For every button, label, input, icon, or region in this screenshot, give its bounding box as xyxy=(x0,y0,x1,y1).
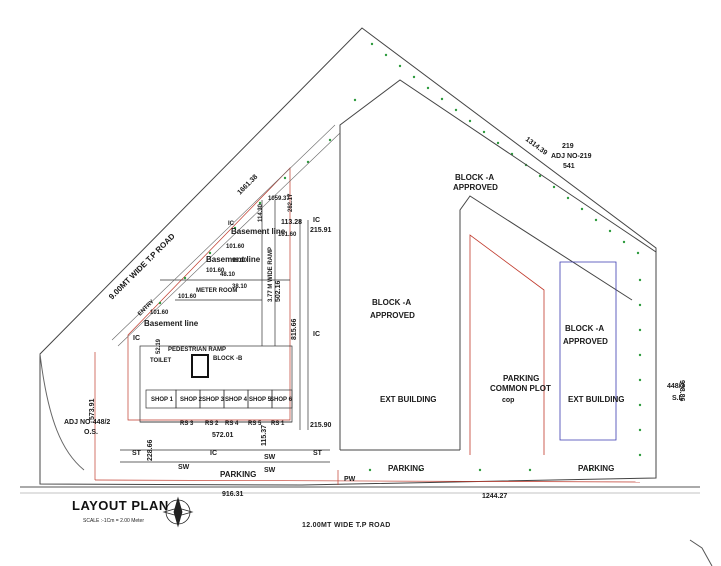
shop-3: SHOP 3 xyxy=(202,397,225,403)
common-plot-l1: PARKING xyxy=(503,374,539,383)
plot-boundary-red xyxy=(94,167,641,485)
adj-448-2: ADJ NO-448/2 xyxy=(64,419,110,426)
dim-916: 916.31 xyxy=(222,491,244,498)
site-boundary xyxy=(20,27,713,566)
parking-3: PARKING xyxy=(220,470,256,479)
basement-line-1: Basement line xyxy=(231,227,286,236)
st-1: ST xyxy=(132,450,142,457)
shop-2: SHOP 2 xyxy=(180,397,203,403)
dim-228: 228.66 xyxy=(147,439,154,461)
bottom-road-label: 12.00MT WIDE T.P ROAD xyxy=(302,522,391,529)
tree-line xyxy=(158,42,642,472)
diagonal-road-label: 9.00MT WIDE T.P ROAD xyxy=(107,232,177,302)
adj-448-3: 448/3 xyxy=(667,383,685,390)
pw-label: PW xyxy=(344,476,356,483)
meter-room: METER ROOM xyxy=(196,288,237,294)
basement-line-3: Basement line xyxy=(144,319,199,328)
scale-note: SCALE :-1Cm = 2.00 Meter xyxy=(83,518,144,524)
block-a-status-3: APPROVED xyxy=(563,337,608,346)
dim-113: 113.28 xyxy=(281,219,302,226)
rs-4: RS 4 xyxy=(225,421,239,427)
diagonal-road-lines xyxy=(111,124,341,347)
dim-1059: 1059.37 xyxy=(268,196,290,202)
shop-1: SHOP 1 xyxy=(151,397,174,403)
block-a-name-3: BLOCK -A xyxy=(565,324,604,333)
dim-215a: 215.91 xyxy=(310,227,332,234)
block-a-name-1: BLOCK -A xyxy=(455,173,494,182)
block-a-outlines xyxy=(339,79,657,451)
common-plot-outline xyxy=(469,234,545,455)
layout-plan-title: LAYOUT PLAN xyxy=(72,498,169,513)
adj-os: O.S. xyxy=(84,429,98,436)
dim-573: 573.91 xyxy=(89,398,96,420)
block-b-label: BLOCK -B xyxy=(213,356,243,362)
dim-48: 48.10 xyxy=(220,272,236,278)
dim-101b: 101.60 xyxy=(226,244,245,250)
dim-1661: 1661.38 xyxy=(236,173,259,196)
dim-958: 958.86 xyxy=(678,380,685,402)
block-b-building xyxy=(120,200,330,463)
dim-101a: 101.60 xyxy=(278,232,297,238)
ic-2: IC xyxy=(313,331,320,338)
dim-1244: 1244.27 xyxy=(482,493,507,500)
ext-building-1: EXT BUILDING xyxy=(380,395,436,404)
toilet-label: TOILET xyxy=(150,358,172,364)
block-a-name-2: BLOCK -A xyxy=(372,298,411,307)
plan-labels: 9.00MT WIDE T.P ROAD 1661.38 1314.39 958… xyxy=(64,136,685,500)
ic-5: IC xyxy=(228,221,235,227)
north-compass-icon xyxy=(162,496,194,528)
rs-1: RS 1 xyxy=(271,421,285,427)
adj-si: S.I. xyxy=(672,395,683,402)
ic-1: IC xyxy=(313,217,320,224)
dim-572: 572.01 xyxy=(212,432,234,439)
dim-114: 114.30 xyxy=(258,203,264,222)
dim-1314: 1314.39 xyxy=(524,136,549,157)
sw-1: SW xyxy=(178,464,190,471)
st-2: ST xyxy=(313,450,323,457)
adj-219: 219 xyxy=(562,143,574,150)
sw-3: SW xyxy=(264,467,276,474)
dim-101e: 101.60 xyxy=(150,310,169,316)
adj-219-label: ADJ NO-219 xyxy=(551,153,592,160)
dim-502: 502.16 xyxy=(275,280,282,302)
dim-115: 115.37 xyxy=(261,425,268,446)
parking-1: PARKING xyxy=(388,464,424,473)
ext-building-right xyxy=(559,261,617,441)
block-a-status-2: APPROVED xyxy=(370,311,415,320)
parking-2: PARKING xyxy=(578,464,614,473)
dim-815: 815.66 xyxy=(291,318,298,340)
pedestrian-ramp: PEDESTRIAN RAMP xyxy=(168,347,226,353)
dim-215b: 215.90 xyxy=(310,422,332,429)
rs-5: RS 5 xyxy=(248,421,262,427)
shop-4: SHOP 4 xyxy=(225,397,248,403)
shop-5: SHOP 5 xyxy=(249,397,272,403)
dim-52: 52.19 xyxy=(156,338,162,354)
shop-6: SHOP 6 xyxy=(270,397,293,403)
basement-line-2: Basement line xyxy=(206,255,261,264)
dim-38: 38.10 xyxy=(232,284,248,290)
dim-282: 282.17 xyxy=(288,193,294,212)
rs-3: RS 3 xyxy=(180,421,194,427)
dim-101d: 101.60 xyxy=(178,294,197,300)
rs-2: RS 2 xyxy=(205,421,219,427)
sw-2: SW xyxy=(264,454,276,461)
adj-541: 541 xyxy=(563,163,575,170)
ramp-label: 3.77 M WIDE RAMP xyxy=(268,247,274,302)
block-a-status-1: APPROVED xyxy=(453,183,498,192)
common-plot-l3: cop xyxy=(502,397,514,404)
common-plot-l2: COMMON PLOT xyxy=(490,384,551,393)
ic-3: IC xyxy=(133,335,140,342)
dim-98: 98.10 xyxy=(232,258,248,264)
dim-101c: 101.60 xyxy=(206,268,225,274)
ic-4: IC xyxy=(210,450,217,457)
ext-building-2: EXT BUILDING xyxy=(568,395,624,404)
